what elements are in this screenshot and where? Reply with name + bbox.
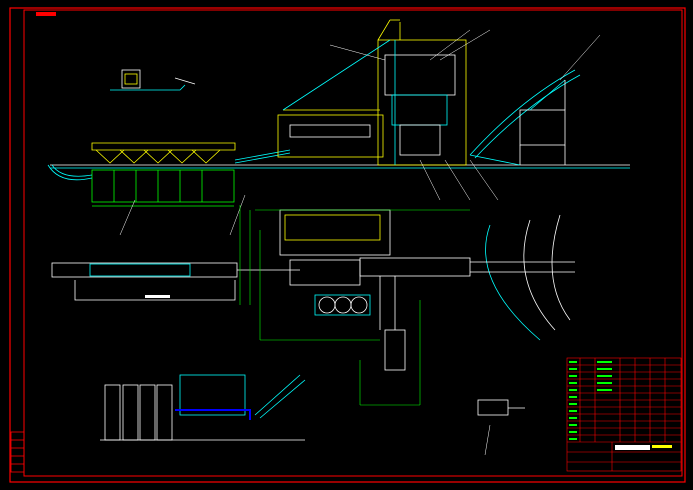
detail-bottom-middle (477, 399, 525, 456)
left-border-zone (10, 431, 25, 473)
main-elevation (47, 19, 630, 236)
plan-view (51, 205, 575, 406)
title-block (566, 357, 682, 472)
top-left-tag (36, 12, 56, 16)
detail-top-left (110, 69, 196, 91)
outer-frame (9, 7, 686, 483)
inner-frame (23, 9, 683, 477)
side-elevation (100, 374, 306, 441)
